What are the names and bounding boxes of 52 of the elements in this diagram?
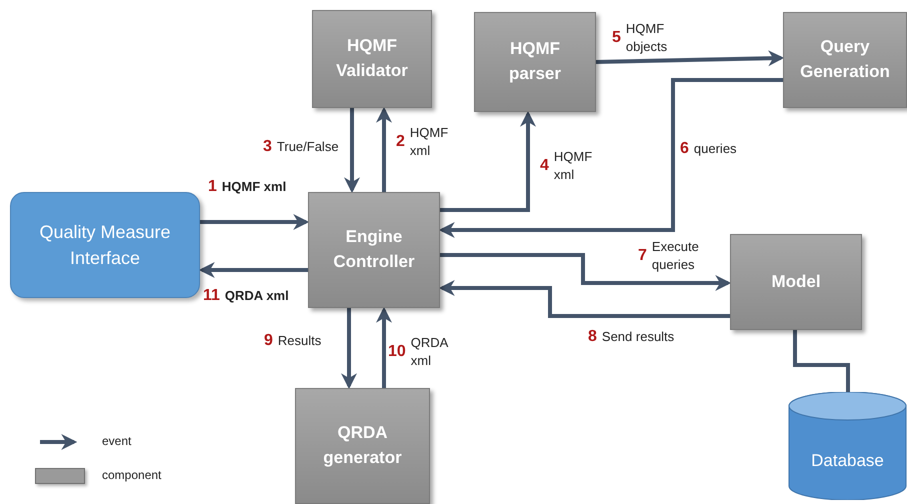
legend-label: event: [102, 434, 132, 448]
edge-label: queries: [694, 140, 737, 158]
interface-box: [10, 192, 200, 298]
arrow: [376, 106, 392, 192]
step-number: 1: [208, 178, 217, 196]
arrow: [440, 110, 536, 212]
arrow: [440, 253, 732, 291]
component-box: [312, 10, 432, 108]
component-box: [730, 234, 862, 330]
database-label: Database: [811, 450, 884, 472]
edge-label: Send results: [602, 328, 674, 346]
component-box: [474, 12, 596, 112]
step-number: 7: [638, 246, 647, 265]
arrow: [341, 308, 357, 390]
legend-label: component: [102, 468, 162, 482]
arrow: [200, 214, 310, 230]
step-number: 5: [612, 28, 621, 47]
edge-label: HQMF xml: [554, 148, 594, 184]
edge-label: HQMF xml: [410, 124, 450, 160]
step-number: 3: [263, 138, 272, 156]
edge-label: QRDA xml: [410, 334, 450, 370]
step-number: 8: [588, 328, 597, 346]
step-number: 4: [540, 156, 549, 175]
edge-label: True/False: [276, 138, 339, 156]
database-cylinder: [788, 392, 907, 500]
component-label: Query Generation: [799, 36, 891, 83]
component-label: Model: [771, 270, 821, 293]
arrow: [344, 108, 360, 194]
arrow: [596, 50, 784, 66]
component-box: [295, 388, 430, 504]
component-label: QRDA generator: [322, 422, 403, 469]
edge-label: QRDA xml: [224, 287, 289, 305]
component-label: HQMF parser: [508, 38, 562, 85]
component-label: Quality Measure Interface: [38, 220, 172, 270]
component-label: HQMF Validator: [335, 35, 409, 82]
edge-label: HQMF objects: [626, 20, 668, 56]
step-number: 2: [396, 132, 405, 151]
step-number: 11: [203, 287, 220, 305]
component-label: Engine Controller: [332, 226, 416, 273]
connector-line: [793, 330, 850, 392]
step-number: 6: [680, 140, 689, 158]
step-number: 9: [264, 332, 273, 350]
step-number: 10: [388, 342, 406, 361]
arrow: [438, 78, 783, 238]
edge-label: Results: [278, 332, 322, 350]
edge-label: HQMF xml: [222, 178, 286, 196]
arrow: [438, 280, 730, 318]
component-box: [783, 12, 907, 108]
arrow: [198, 262, 308, 278]
arrow: [376, 306, 392, 388]
edge-label: Execute queries: [652, 238, 700, 274]
component-box: [308, 192, 440, 308]
